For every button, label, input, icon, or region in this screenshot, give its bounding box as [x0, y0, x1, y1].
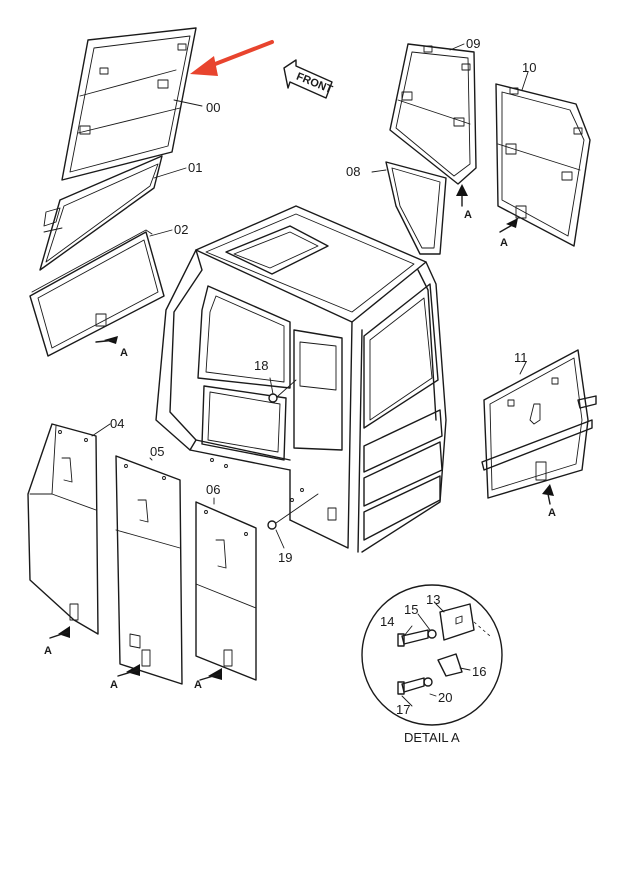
panel-01 [39, 155, 163, 271]
callout-labels: A A A A A A A [44, 209, 556, 691]
detail-a [361, 584, 503, 726]
part-label-01: 01 [188, 160, 202, 175]
part-label-20: 20 [438, 690, 452, 705]
panel-11 [481, 349, 597, 499]
cab-frame [155, 205, 447, 553]
part-label-02: 02 [174, 222, 188, 237]
part-label-04: 04 [110, 416, 124, 431]
callout-arrows [49, 184, 554, 681]
callout-a-02: A [120, 347, 128, 359]
part-label-19: 19 [278, 550, 292, 565]
detail-label: DETAIL A [404, 730, 460, 745]
callout-a-06: A [194, 679, 202, 691]
screw-18 [268, 377, 297, 403]
part-label-11: 11 [514, 350, 528, 365]
part-label-18: 18 [254, 358, 268, 373]
panel-00 [61, 27, 197, 181]
part-label-17: 17 [396, 702, 410, 717]
part-label-06: 06 [206, 482, 220, 497]
leader-lines [91, 43, 529, 707]
panel-06 [195, 501, 257, 681]
callout-a-08: A [464, 209, 472, 221]
callout-a-10: A [500, 237, 508, 249]
panel-08 [385, 161, 447, 255]
part-label-15: 15 [404, 602, 418, 617]
part-label-08: 08 [346, 164, 360, 179]
callout-a-11: A [548, 507, 556, 519]
callout-a-04: A [44, 645, 52, 657]
part-label-05: 05 [150, 444, 164, 459]
panel-05 [115, 455, 183, 685]
pointer-arrow [190, 40, 274, 76]
part-label-10: 10 [522, 60, 536, 75]
callout-a-05: A [110, 679, 118, 691]
part-label-13: 13 [426, 592, 440, 607]
screw-19 [267, 493, 319, 549]
part-label-09: 09 [466, 36, 480, 51]
panel-10 [495, 83, 591, 247]
panel-02 [29, 229, 165, 357]
part-label-14: 14 [380, 614, 394, 629]
panel-04 [27, 423, 99, 635]
part-label-00: 00 [206, 100, 220, 115]
front-indicator: FRONT [283, 59, 334, 99]
part-labels: 00 01 02 09 10 08 11 18 19 04 05 06 13 1… [110, 36, 536, 717]
panel-09 [389, 43, 477, 185]
part-label-16: 16 [472, 664, 486, 679]
